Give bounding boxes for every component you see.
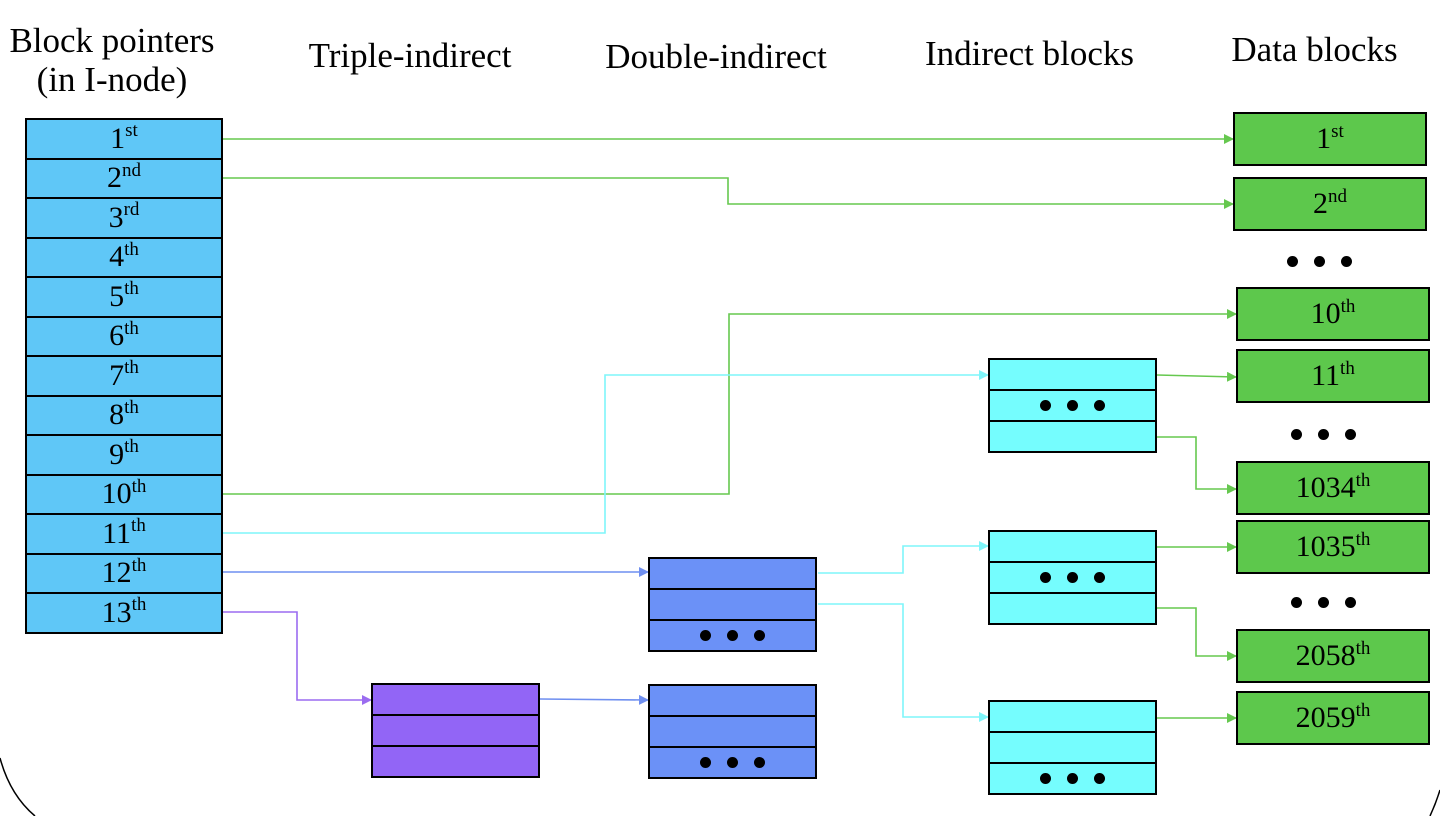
indirect-entry: [988, 420, 1157, 453]
slide-frame-right-arc: [1429, 789, 1440, 816]
link-13th-to-triple: [223, 611, 372, 705]
indirect-entry: [988, 700, 1157, 733]
header-block-pointers: Block pointers (in I-node): [9, 21, 215, 99]
double-indirect-entry: [648, 684, 817, 717]
double-indirect-entry: [648, 557, 817, 590]
header-triple-indirect: Triple-indirect: [308, 36, 512, 75]
double-indirect-ellipsis: [648, 619, 817, 652]
data-blocks-ellipsis: [1291, 429, 1356, 440]
indirect-entry: [988, 530, 1157, 563]
triple-indirect-entry: [371, 745, 540, 778]
double-indirect-block: [648, 684, 817, 779]
indirect-ellipsis: [988, 389, 1157, 422]
triple-indirect-block: [371, 683, 540, 778]
header-indirect-blocks: Indirect blocks: [925, 34, 1134, 73]
link-double-to-indirect-b: [818, 603, 989, 722]
indirect-block: [988, 700, 1157, 795]
link-10th-to-data-10th: [223, 309, 1237, 495]
data-blocks-ellipsis: [1287, 256, 1352, 267]
slide-frame-left-arc: [0, 757, 36, 816]
double-indirect-ellipsis: [648, 746, 817, 779]
link-indirect-a-to-2058th: [1157, 607, 1237, 661]
link-triple-to-double: [539, 694, 649, 705]
header-data-blocks: Data blocks: [1231, 30, 1398, 69]
triple-indirect-entry: [371, 683, 540, 716]
triple-indirect-entry: [371, 714, 540, 747]
indirect-ellipsis: [988, 561, 1157, 594]
link-indirect-to-11th: [1156, 371, 1237, 382]
data-blocks-ellipsis: [1291, 597, 1356, 608]
indirect-ellipsis: [988, 762, 1157, 795]
link-2nd-to-data-2nd: [223, 177, 1234, 209]
indirect-block: [988, 358, 1157, 453]
double-indirect-block: [648, 557, 817, 652]
link-double-to-indirect-a: [818, 541, 989, 574]
indirect-entry: [988, 358, 1157, 391]
indirect-block: [988, 530, 1157, 625]
indirect-entry: [988, 731, 1157, 764]
header-double-indirect: Double-indirect: [605, 37, 827, 76]
link-indirect-to-1034th: [1157, 436, 1237, 494]
double-indirect-entry: [648, 715, 817, 748]
link-11th-to-indirect: [223, 370, 989, 534]
indirect-entry: [988, 592, 1157, 625]
double-indirect-entry: [648, 588, 817, 621]
